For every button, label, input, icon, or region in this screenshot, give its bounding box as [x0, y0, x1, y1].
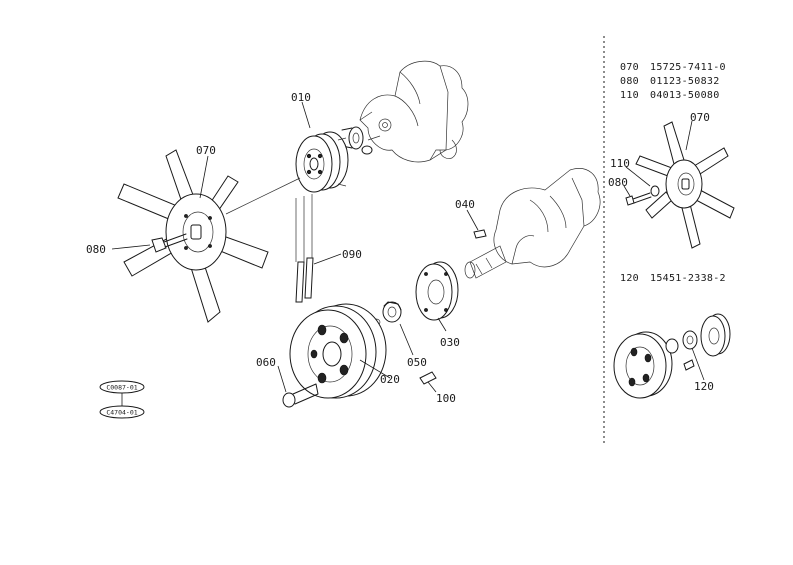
callout-right-110: 110 [610, 157, 630, 170]
crank-key [473, 229, 487, 239]
callout-right-070: 070 [690, 111, 710, 124]
figure-ref-2: C4704-01 [99, 405, 145, 419]
figure-ref-2-text: C4704-01 [106, 409, 137, 417]
callout-020: 020 [380, 373, 400, 386]
alt-crank-pulley [613, 331, 673, 399]
callout-010: 010 [291, 91, 311, 104]
parts-list-bottom: 120 15451-2338-2 [620, 273, 726, 284]
part-number-080: 01123-50832 [650, 76, 720, 87]
callout-080: 080 [86, 243, 106, 256]
alt-fan-bolt [625, 185, 660, 206]
alt-crank-hub [700, 313, 731, 357]
fan-pulley [295, 131, 349, 193]
callout-030: 030 [440, 336, 460, 349]
parts-list-top: 070 15725-7411-0 080 01123-50832 110 040… [620, 62, 726, 101]
hub-nut [371, 301, 402, 326]
callout-100: 100 [436, 392, 456, 405]
engine-housing-outline [359, 60, 469, 163]
part-number-070: 15725-7411-0 [650, 62, 726, 73]
callout-090: 090 [342, 248, 362, 261]
cooling-fan [117, 149, 269, 323]
alt-cooling-fan [635, 121, 735, 249]
key-set [295, 194, 314, 303]
callout-040: 040 [455, 198, 475, 211]
figure-ref-1: C0087-01 [99, 380, 145, 394]
callout-070: 070 [196, 144, 216, 157]
callout-right-080: 080 [608, 176, 628, 189]
water-pump-hub [341, 126, 373, 155]
pulley-pin [419, 371, 437, 385]
part-ref-110: 110 [620, 90, 639, 101]
right-leaders-top [623, 120, 693, 197]
callout-050: 050 [407, 356, 427, 369]
crank-pulley [289, 303, 387, 399]
fan-bolt [151, 233, 188, 253]
right-leader-120 [691, 347, 705, 381]
alt-hub-parts [665, 330, 698, 371]
figure-ref-1-text: C0087-01 [106, 384, 137, 392]
part-ref-120: 120 [620, 273, 639, 284]
callout-060: 060 [256, 356, 276, 369]
part-number-110: 04013-50080 [650, 90, 720, 101]
leader-lines [111, 101, 479, 393]
callout-right-120: 120 [694, 380, 714, 393]
crankshaft [464, 168, 601, 279]
pulley-bolt [282, 383, 319, 408]
part-number-120: 15451-2338-2 [650, 273, 726, 284]
part-ref-080: 080 [620, 76, 639, 87]
part-ref-070: 070 [620, 62, 639, 73]
fan-alignment-line [225, 177, 301, 215]
crank-hub [415, 261, 459, 321]
